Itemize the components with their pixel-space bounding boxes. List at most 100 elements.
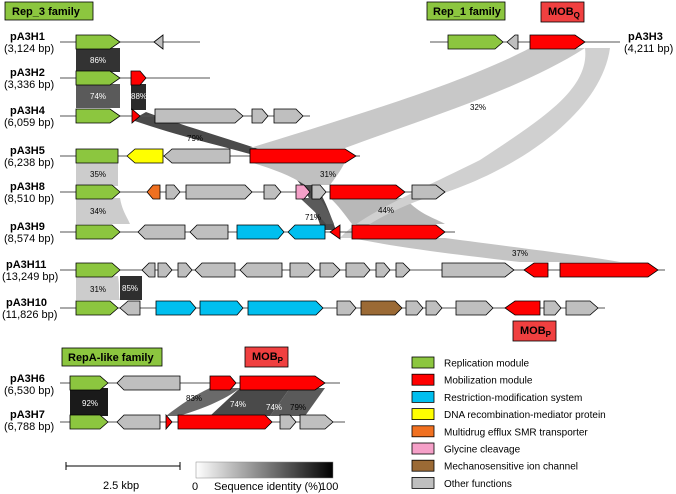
identity-scale: 0 Sequence identity (%) 100 (192, 461, 338, 493)
plasmid-size-pA3H7: (6,788 bp) (4, 421, 54, 433)
gene-mob (209, 375, 237, 391)
ribbon-h2-h4 (76, 84, 120, 108)
legend-label: Mechanosensitive ion channel (444, 462, 578, 473)
legend-swatch (411, 442, 435, 455)
plasmid-size-pA3H11: (13,249 bp) (2, 271, 58, 283)
pct-h4-h5: 79% (187, 134, 203, 143)
ribbon-h11-h10-rep (76, 276, 120, 300)
gene-mob (559, 262, 659, 278)
repa-family-box (61, 347, 163, 367)
rep1-family-box (426, 1, 506, 21)
plasmid-size-pA3H8: (8,510 bp) (4, 193, 54, 205)
legend-swatch (411, 459, 435, 472)
ribbon-h8-h9-small (300, 198, 334, 224)
gene-other (345, 262, 371, 278)
gene-other (116, 375, 181, 391)
gene-mob (239, 375, 326, 391)
plasmid-size-pA3H3: (4,211 bp) (624, 43, 673, 55)
gene-rm (155, 300, 197, 316)
mobp-bottom-box (512, 320, 557, 342)
pct-h8-h9-rep: 34% (90, 207, 106, 216)
identity-scale-max: 100 (320, 481, 338, 493)
ribbon-h6-h7-a (166, 388, 240, 416)
ribbon-h6-h7-b (210, 388, 290, 416)
gene-glycine (295, 184, 311, 200)
gene-other (319, 262, 341, 278)
gene-other (411, 184, 446, 200)
plasmid-name-pA3H8: pA3H8 (10, 181, 45, 193)
gene-rep (69, 375, 109, 391)
legend-label: Replication module (444, 359, 529, 370)
identity-scale-title: Sequence identity (%) (214, 481, 322, 493)
legend-label: Restriction-modification system (444, 393, 582, 404)
gene-rep (447, 34, 504, 50)
gene-rep (75, 34, 121, 50)
gene-other (273, 108, 304, 124)
gene-other (141, 262, 156, 278)
gene-smr (146, 184, 161, 200)
ribbon-h8-h9-rep (76, 198, 130, 224)
legend-label: Mobilization module (444, 376, 533, 387)
legend-swatch (411, 408, 435, 421)
gene-other (279, 414, 297, 430)
gene-other (311, 184, 327, 200)
mob-labels: MOBQ MOBP MOBP (244, 1, 585, 368)
pct-h6-h7-rep: 92% (82, 399, 98, 408)
ribbon-h5-h8-mob (250, 162, 345, 185)
ribbon-h3-h11 (340, 48, 610, 238)
gene-other (565, 300, 599, 316)
gene-mob (329, 224, 341, 240)
pct-h5-h8-rep: 35% (90, 170, 106, 179)
ribbon-h1-h2 (76, 48, 120, 72)
gene-other (375, 262, 391, 278)
gene-mob (329, 184, 406, 200)
gene-rep (75, 108, 121, 124)
gene-mechano (360, 300, 403, 316)
legend-swatch (411, 390, 435, 403)
gene-rep (75, 262, 121, 278)
gene-rm (247, 300, 324, 316)
legend-label: Multidrug efflux SMR transporter (444, 427, 588, 438)
gene-other (543, 300, 562, 316)
gene-mob (504, 300, 541, 316)
gene-other (263, 184, 282, 200)
mobq-label: MOBQ (548, 6, 580, 20)
gene-other (163, 148, 231, 164)
gene-other (154, 108, 244, 124)
rep3-family-box (4, 1, 94, 21)
ribbon-h3-h5 (250, 48, 585, 148)
plasmid-name-pA3H5: pA3H5 (10, 145, 45, 157)
legend-label: DNA recombination-mediator protein (444, 410, 606, 421)
mobp-bottom-label: MOBP (520, 325, 552, 339)
ribbon-h11-h10-b (120, 276, 142, 300)
ribbon-h6-h7-c (270, 388, 325, 416)
ribbon-h9-h11 (352, 238, 620, 262)
gene-other (299, 414, 334, 430)
plasmid-size-pA3H10: (11,826 bp) (2, 309, 57, 321)
plasmid-size-pA3H2: (3,336 bp) (4, 79, 54, 91)
pct-h5-h8-mob: 31% (320, 170, 336, 179)
gene-other (177, 262, 193, 278)
gene-recomb (126, 148, 164, 164)
identity-scale-min: 0 (192, 481, 198, 493)
pct-h8-h9-mob: 44% (378, 206, 394, 215)
gene-mob (177, 414, 273, 430)
ribbon-h6-h7-rep (70, 388, 108, 416)
gene-mob (529, 34, 586, 50)
pct-h2-h4-mob: 88% (131, 92, 147, 101)
plasmid-size-pA3H6: (6,530 bp) (4, 385, 54, 397)
gene-other (251, 108, 269, 124)
legend-swatch (411, 356, 435, 369)
gene-other (441, 262, 515, 278)
gene-other (455, 300, 494, 316)
plasmid-size-pA3H4: (6,059 bp) (4, 117, 54, 129)
pct-h8-h9-small: 71% (305, 213, 321, 222)
pct-h6-h7-a: 83% (186, 394, 202, 403)
pct-h6-h7-c: 74% (266, 403, 282, 412)
gene-other (165, 184, 181, 200)
gene-rep (75, 148, 119, 164)
gene-other (239, 262, 283, 278)
plasmid-name-pA3H3: pA3H3 (628, 31, 663, 43)
